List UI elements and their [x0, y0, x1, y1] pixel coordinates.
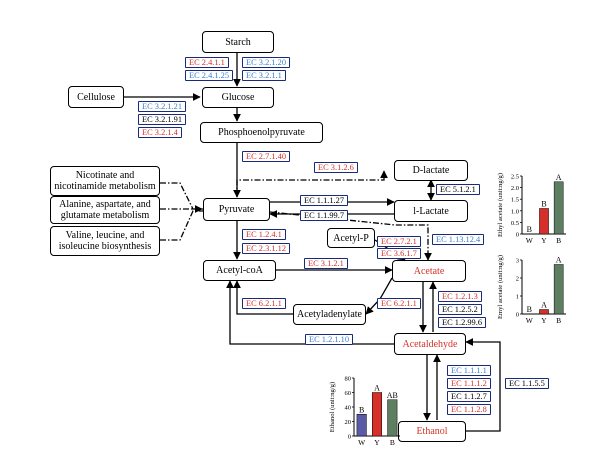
bar — [356, 414, 367, 437]
node-alanine-metabolism: Alanine, aspartate, and glutamate metabo… — [50, 196, 160, 224]
ec-label: EC 3.2.1.21 — [138, 101, 187, 112]
x-tick-label: W — [358, 438, 366, 447]
x-tick-label: Y — [541, 236, 547, 245]
edge-ethanol-acetaldehyde-loop — [465, 338, 501, 432]
node-d-lactate: D-lactate — [394, 160, 468, 181]
x-tick-label: B — [556, 316, 561, 325]
node-l-lactate: l-Lactate — [394, 200, 468, 222]
x-tick-label: W — [526, 316, 534, 325]
ec-label: EC 1.1.1.2 — [447, 378, 491, 389]
ec-label: EC 3.6.1.7 — [377, 248, 421, 259]
significance-letter: B — [527, 305, 532, 314]
x-tick-label: Y — [374, 438, 380, 447]
ec-label: EC 2.7.1.40 — [242, 151, 291, 162]
ec-label: EC 6.2.1.1 — [242, 298, 286, 309]
y-tick-label: 0 — [348, 434, 351, 441]
node-nicotinate-metabolism: Nicotinate and nicotinamide metabolism — [50, 166, 160, 196]
ec-label: EC 1.13.12.4 — [432, 234, 485, 245]
edge-pyruvate-dlactate — [236, 170, 388, 197]
chart-ethyl-acetate: 0 0.5 1.0 1.5 2.0 2.5 Ethyl acetate (unit:ng/g… — [497, 173, 566, 245]
significance-letter: B — [359, 405, 364, 414]
y-tick-label: 1.5 — [511, 197, 519, 204]
node-acetaldehyde: Acetaldehyde — [394, 333, 466, 355]
node-acetyladenylate: Acetyladenylate — [293, 304, 366, 325]
y-tick-label: 60 — [345, 390, 352, 397]
ec-label: EC 1.1.99.7 — [300, 210, 349, 221]
ec-label: EC 1.1.5.5 — [505, 378, 549, 389]
node-valine-biosynthesis: Valine, leucine, and isoleucine biosynth… — [50, 226, 160, 256]
ec-label: EC 1.2.4.1 — [242, 229, 286, 240]
y-tick-label: 1.0 — [511, 208, 519, 215]
ec-label: EC 1.2.5.2 — [438, 304, 482, 315]
significance-letter: A — [541, 301, 547, 310]
bar — [387, 399, 398, 437]
node-cellulose: Cellulose — [68, 86, 124, 108]
y-tick-label: 1 — [516, 294, 519, 301]
ec-label: EC 1.1.1.27 — [300, 195, 349, 206]
ec-label: EC 3.2.1.20 — [242, 57, 291, 68]
ec-label: EC 1.1.2.7 — [447, 391, 491, 402]
ec-label: EC 5.1.2.1 — [436, 184, 480, 195]
ec-label: EC 2.7.2.1 — [377, 236, 421, 247]
ec-label: EC 1.1.2.8 — [447, 404, 491, 415]
edge-valine-pyruvate — [160, 210, 203, 241]
ec-label: EC 2.4.1.25 — [185, 70, 234, 81]
node-starch: Starch — [202, 31, 274, 53]
ec-label: EC 3.1.2.6 — [314, 162, 358, 173]
y-tick-label: 0.5 — [511, 220, 519, 227]
x-tick-label: B — [390, 438, 395, 447]
ec-label: EC 3.2.1.1 — [242, 70, 286, 81]
x-tick-label: W — [526, 236, 534, 245]
y-tick-label: 2.0 — [511, 185, 519, 192]
y-axis-label: Emyl acetate (unit:ng/g) — [497, 255, 504, 319]
node-acetate: Acetate — [392, 260, 466, 282]
y-axis-label: Ethanol (unit:ng/g) — [329, 382, 336, 432]
ec-label: EC 2.3.1.12 — [242, 243, 291, 254]
edge-acetyladenylate-acetylcoa — [233, 280, 293, 315]
node-acetyl-p: Acetyl-P — [327, 228, 375, 248]
significance-letter: B — [541, 199, 546, 208]
y-tick-label: 20 — [345, 419, 352, 426]
x-tick-label: B — [556, 236, 561, 245]
y-tick-label: 40 — [345, 405, 352, 412]
y-tick-label: 80 — [345, 376, 352, 383]
node-acetyl-coa: Acetyl-coA — [203, 260, 276, 281]
edge-nicotinate-pyruvate — [160, 182, 203, 210]
bar — [553, 181, 564, 235]
y-tick-label: 2 — [516, 276, 519, 283]
significance-letter: AB — [387, 391, 398, 400]
significance-letter: A — [556, 173, 562, 182]
bar — [553, 264, 564, 315]
node-pyruvate: Pyruvate — [203, 198, 270, 221]
ec-label: EC 1.1.1.1 — [447, 365, 491, 376]
bar — [539, 309, 549, 315]
significance-letter: B — [527, 225, 532, 234]
ec-label: EC 6.2.1.1 — [377, 298, 421, 309]
y-tick-label: 0 — [516, 232, 519, 239]
significance-letter: A — [374, 384, 380, 393]
bar — [371, 392, 383, 437]
y-tick-label: 0 — [516, 312, 519, 319]
node-ethanol: Ethanol — [398, 421, 466, 442]
significance-letter: A — [556, 256, 562, 265]
ec-label: EC 1.2.1.10 — [305, 334, 354, 345]
node-glucose: Glucose — [202, 87, 274, 108]
y-tick-label: 3 — [516, 258, 519, 265]
ec-label: EC 2.4.1.1 — [185, 57, 229, 68]
ec-label: EC 3.1.2.1 — [304, 258, 348, 269]
ec-label: EC 1.2.1.3 — [438, 291, 482, 302]
ec-label: EC 3.2.1.91 — [138, 114, 187, 125]
node-phosphoenolpyruvate: Phosphoenolpyruvate — [200, 122, 323, 143]
ec-label: EC 3.2.1.4 — [138, 127, 182, 138]
ec-label: EC 1.2.99.6 — [438, 317, 487, 328]
y-tick-label: 2.5 — [511, 174, 519, 181]
bar — [539, 208, 549, 235]
y-axis-label: Ethyl acetate (unit:ng/g) — [497, 173, 504, 237]
x-tick-label: Y — [541, 316, 547, 325]
